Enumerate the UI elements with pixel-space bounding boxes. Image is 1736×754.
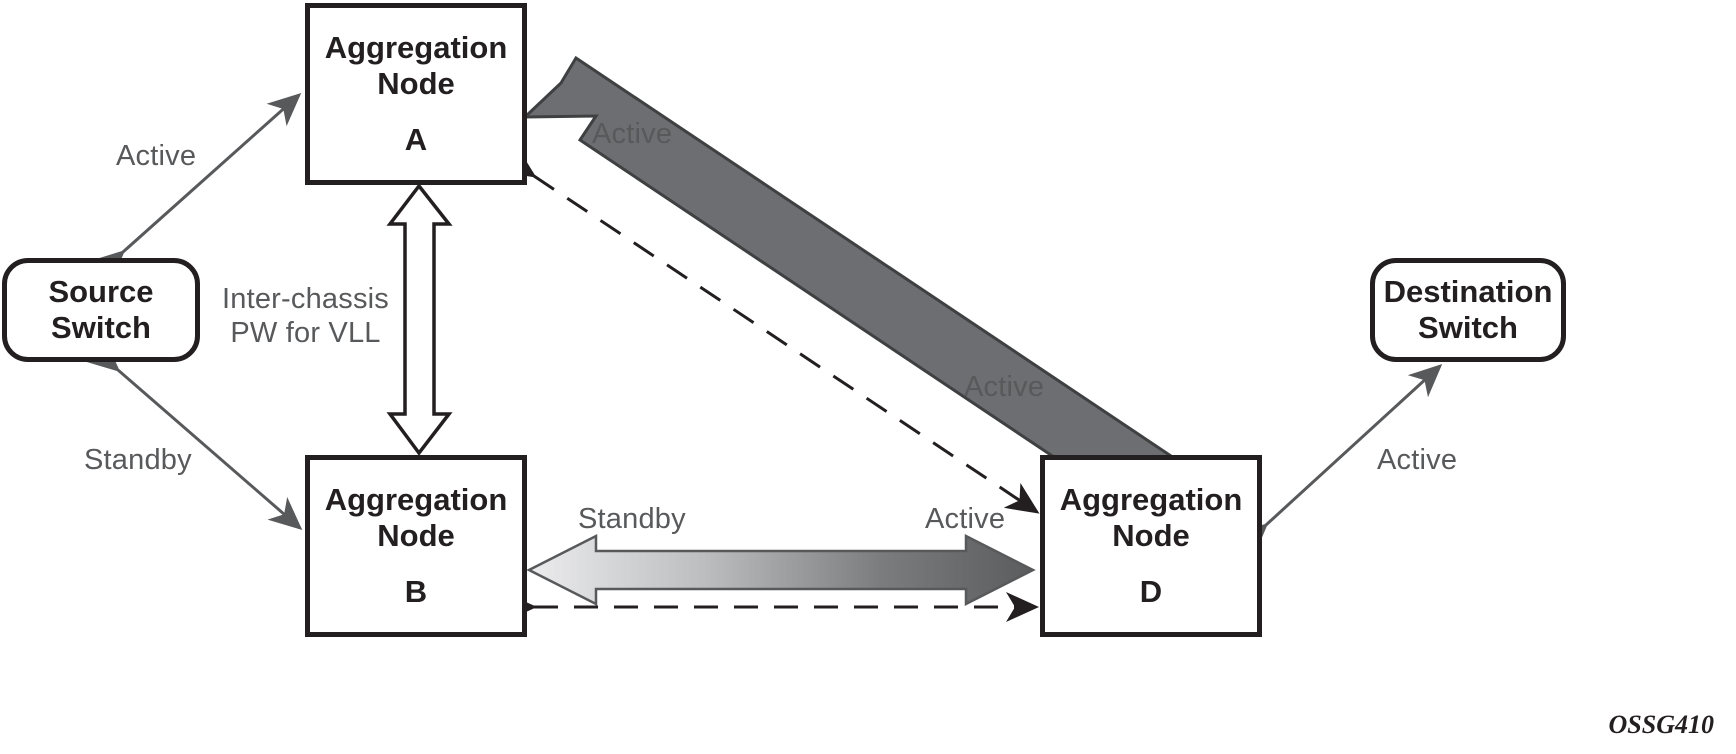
node-b-tag: B [404, 573, 428, 609]
node-aggregation-node-a[interactable]: Aggregation Node A [305, 3, 527, 185]
connector-agg-d-to-destination [1233, 363, 1443, 557]
figure-code: OSSG410 [1608, 710, 1714, 739]
node-aggregation-node-d[interactable]: Aggregation Node D [1040, 455, 1262, 637]
destination-switch-line1: Destination [1383, 274, 1553, 310]
label-inter-chassis-pw: Inter-chassis PW for VLL [222, 282, 389, 350]
node-source-switch[interactable]: Source Switch [2, 258, 200, 362]
label-agg-b-to-agg-d-active: Active [925, 503, 1006, 535]
label-agg-a-to-agg-d-top: Active [592, 118, 673, 150]
source-switch-line1: Source [48, 274, 154, 310]
node-aggregation-node-b[interactable]: Aggregation Node B [305, 455, 527, 637]
connector-inter-chassis-pw [386, 183, 453, 456]
node-destination-switch[interactable]: Destination Switch [1370, 258, 1566, 362]
node-b-line1: Aggregation [324, 482, 508, 518]
destination-switch-line2: Switch [1418, 310, 1518, 345]
label-agg-a-to-agg-d-bottom: Active [964, 371, 1045, 403]
label-source-to-agg-b: Standby [84, 444, 192, 476]
node-d-line1: Aggregation [1059, 482, 1243, 518]
node-a-line2: Node [377, 66, 455, 102]
node-d-line2: Node [1112, 518, 1190, 554]
node-b-line2: Node [377, 518, 455, 554]
connector-agg-a-to-agg-d-dashed [500, 146, 1040, 514]
label-agg-b-to-agg-d-standby: Standby [578, 503, 686, 535]
node-a-tag: A [404, 121, 428, 157]
node-a-line1: Aggregation [324, 30, 508, 66]
node-d-tag: D [1139, 573, 1163, 609]
label-source-to-agg-a: Active [116, 140, 197, 172]
connector-agg-b-to-agg-d-gradient [526, 533, 1036, 607]
source-switch-line2: Switch [51, 310, 151, 345]
inter-chassis-line1: Inter-chassis [222, 283, 389, 315]
connector-source-to-agg-a [90, 93, 302, 284]
connector-source-to-agg-b [85, 339, 303, 530]
inter-chassis-line2: PW for VLL [230, 317, 381, 350]
label-agg-d-to-destination: Active [1377, 444, 1458, 476]
